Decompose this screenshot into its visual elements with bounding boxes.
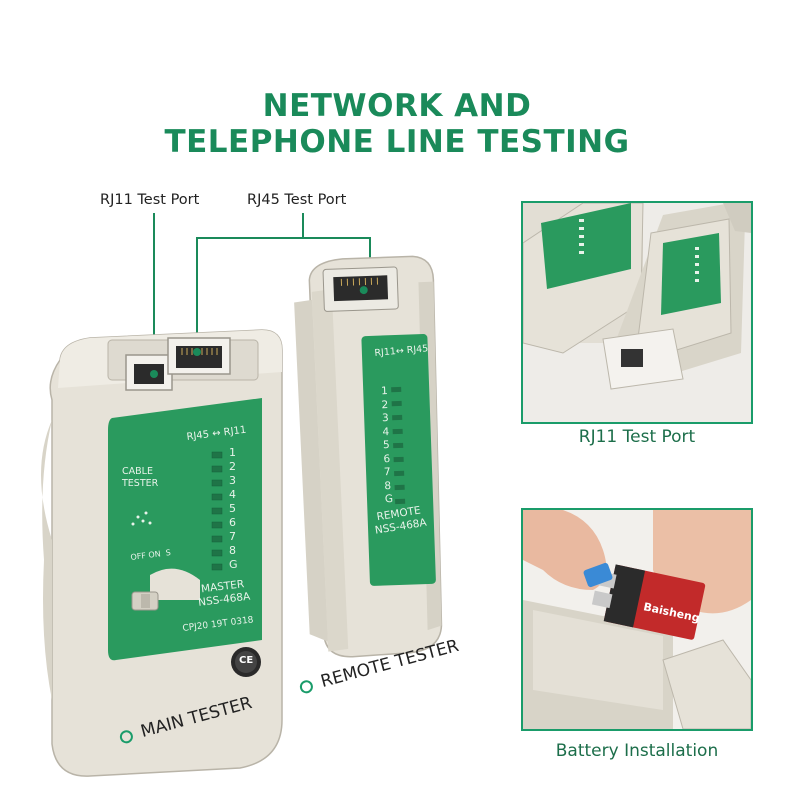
battery-inset-caption: Battery Installation xyxy=(555,741,719,761)
main-led-number: 3 xyxy=(229,474,236,487)
inset-rj11-port xyxy=(621,349,643,367)
bullet-icon xyxy=(118,728,135,745)
rj11-callout-label: RJ11 Test Port xyxy=(100,192,200,208)
main-led-number: 7 xyxy=(229,530,236,543)
main-led-number: 5 xyxy=(229,502,236,515)
main-tester-body xyxy=(41,329,283,777)
testers-illustration xyxy=(41,213,443,777)
cable-tester-label: CABLE TESTER xyxy=(122,466,159,489)
main-led-numbers: 1 2 3 4 5 6 7 8 G xyxy=(229,446,243,572)
main-led-number: 6 xyxy=(229,516,236,529)
rj11-inset-caption: RJ11 Test Port xyxy=(578,427,696,447)
remote-led-number: 7 xyxy=(383,465,391,479)
title-line-2: TELEPHONE LINE TESTING xyxy=(164,124,630,160)
remote-tester-body xyxy=(294,255,443,658)
remote-led-number: 3 xyxy=(381,412,389,425)
rj11-inset-photo xyxy=(521,201,753,424)
rj45-callout-label: RJ45 Test Port xyxy=(247,192,347,208)
main-led-number: G xyxy=(229,558,238,571)
main-led-number: 2 xyxy=(229,460,236,473)
remote-led-number: 6 xyxy=(383,452,391,465)
remote-led-number: 5 xyxy=(382,439,390,452)
title-line-1: NETWORK AND xyxy=(262,88,532,124)
main-led-number: 4 xyxy=(229,488,236,501)
main-led-number: 8 xyxy=(229,544,236,557)
remote-led-number: 2 xyxy=(381,398,389,411)
ce-mark: CE xyxy=(239,655,254,666)
remote-led-number: G xyxy=(384,492,394,506)
rj11-port xyxy=(125,354,173,391)
battery-inset-photo: Baisheng xyxy=(521,508,753,731)
remote-led-number: 4 xyxy=(382,425,390,438)
remote-led-number: 1 xyxy=(380,385,388,398)
bullet-icon xyxy=(298,678,315,695)
remote-led-number: 8 xyxy=(384,479,392,492)
main-led-number: 1 xyxy=(229,446,236,459)
